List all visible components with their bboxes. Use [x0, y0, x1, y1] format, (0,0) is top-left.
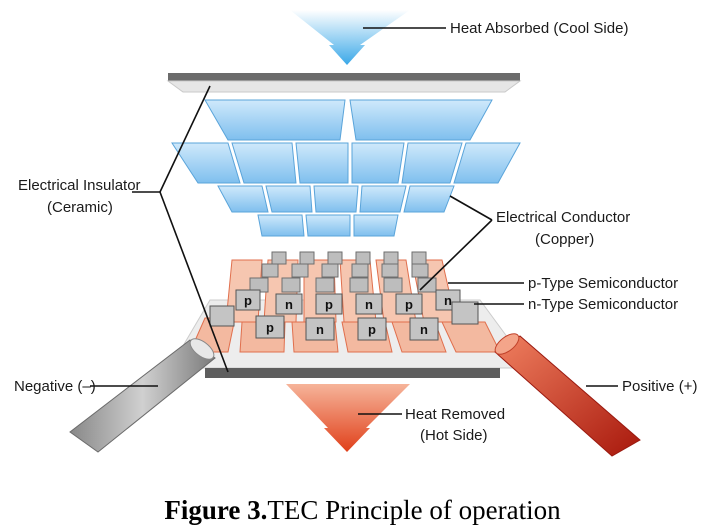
pellet-p: p	[235, 289, 261, 311]
label-p-type: p-Type Semiconductor	[528, 275, 678, 292]
label-n-type: n-Type Semiconductor	[528, 296, 678, 313]
caption-figure-number: Figure 3.	[164, 495, 268, 525]
pellet-n: n	[409, 317, 439, 341]
figure-caption: Figure 3.TEC Principle of operation	[0, 495, 725, 526]
pellet-p: p	[315, 293, 343, 315]
svg-text:n: n	[420, 322, 428, 337]
pellets-back	[249, 251, 437, 293]
label-insulator-material: (Ceramic)	[47, 199, 113, 216]
label-conductor-material: (Copper)	[535, 231, 594, 248]
svg-text:n: n	[316, 322, 324, 337]
negative-wire	[69, 339, 216, 453]
svg-text:p: p	[405, 297, 413, 312]
label-heat-removed: Heat Removed	[405, 406, 505, 423]
heat-removed-arrow	[286, 384, 410, 452]
pellet-p: p	[395, 293, 423, 315]
cool-side-conductors	[171, 99, 521, 237]
label-positive: Positive (+)	[622, 378, 697, 395]
positive-wire	[494, 335, 641, 457]
pellets-front: p n p n p n p n	[209, 289, 479, 341]
svg-text:n: n	[365, 297, 373, 312]
pellet-p: p	[255, 315, 285, 339]
heat-absorbed-arrow	[290, 10, 410, 65]
top-ceramic-plate	[168, 73, 520, 81]
svg-text:n: n	[285, 297, 293, 312]
label-heat-absorbed: Heat Absorbed (Cool Side)	[450, 20, 628, 37]
label-negative: Negative (–)	[14, 378, 96, 395]
svg-text:n: n	[444, 293, 452, 308]
pellet-p: p	[357, 317, 387, 341]
label-insulator: Electrical Insulator	[18, 177, 141, 194]
svg-text:p: p	[368, 322, 376, 337]
svg-text:p: p	[325, 297, 333, 312]
pellet-n: n	[305, 317, 335, 341]
svg-text:p: p	[266, 320, 274, 335]
label-conductor: Electrical Conductor	[496, 209, 630, 226]
svg-text:p: p	[244, 293, 252, 308]
leader-lines	[90, 27, 618, 415]
caption-text: TEC Principle of operation	[267, 495, 561, 525]
label-hot-side: (Hot Side)	[420, 427, 488, 444]
pellet-n: n	[275, 293, 303, 315]
pellet-n: n	[355, 293, 383, 315]
